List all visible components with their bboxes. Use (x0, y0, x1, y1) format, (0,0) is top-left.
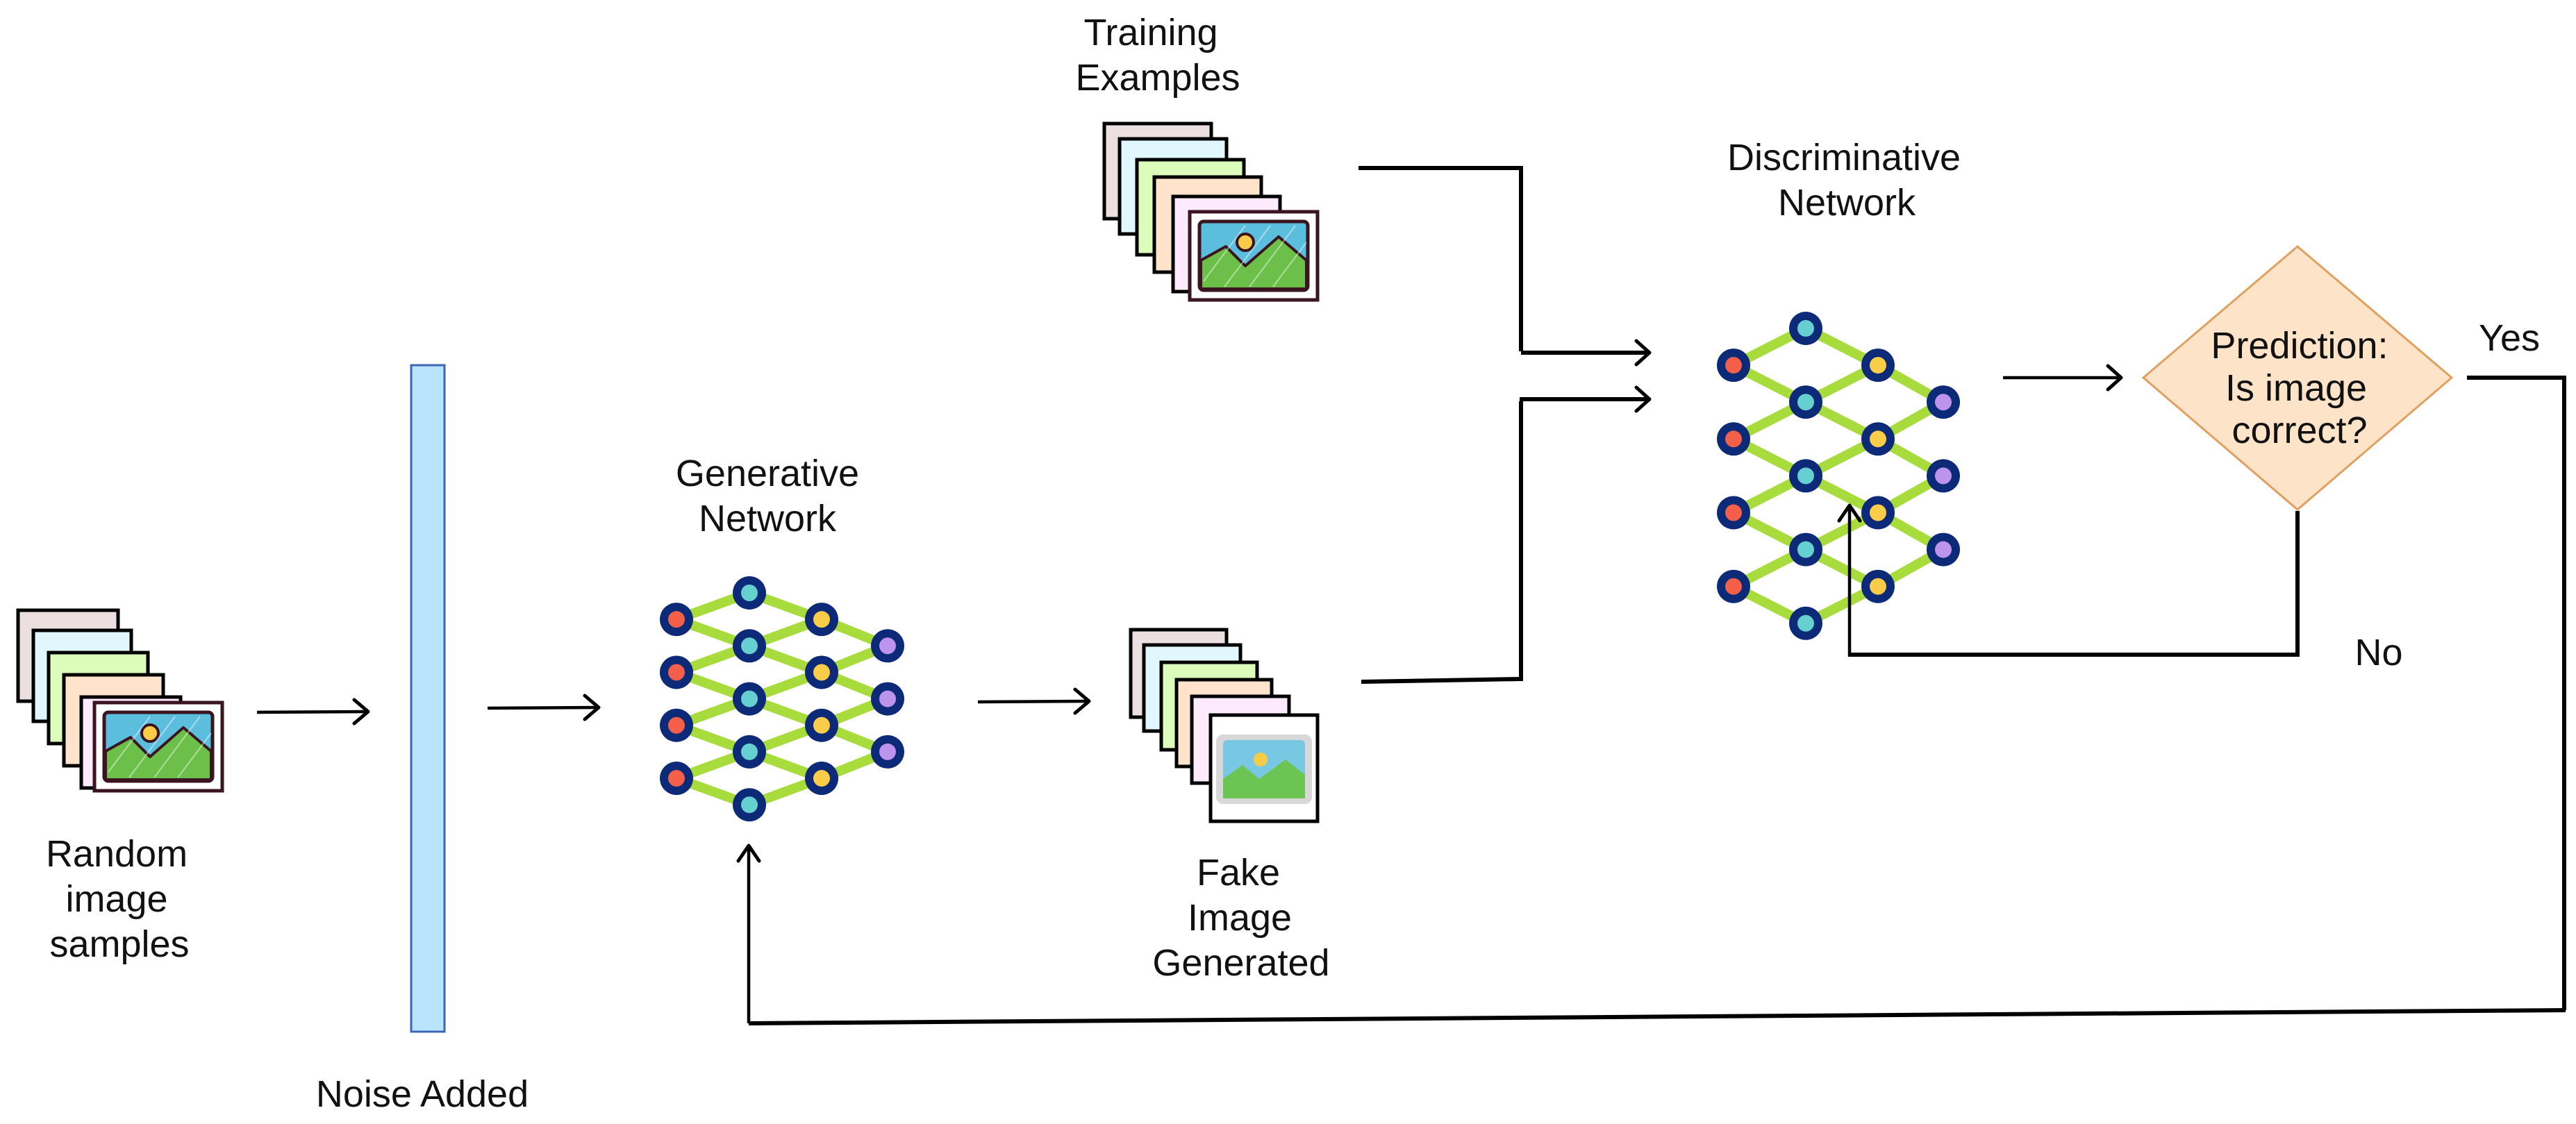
network-node (733, 576, 766, 610)
network-node (871, 735, 904, 769)
network-node (660, 603, 693, 637)
noise-bar (410, 364, 446, 1033)
image-icon (1190, 212, 1318, 300)
random-samples-label: samples (49, 923, 189, 965)
decision-diamond (2141, 245, 2454, 511)
network-node (733, 629, 766, 663)
network-node (1789, 459, 1822, 493)
random-samples-label: image (65, 878, 167, 920)
yes-label: Yes (2479, 317, 2540, 359)
discriminator-label: Discriminative (1727, 137, 1961, 178)
network-node (805, 708, 838, 742)
fake-image-label: Generated (1152, 942, 1329, 984)
arrow-generator-to-fake (977, 687, 1091, 715)
network-node (660, 655, 693, 689)
image-icon (94, 703, 222, 791)
arrow-noise-to-generator (487, 694, 601, 721)
network-node (1927, 459, 1960, 493)
network-connections (672, 588, 892, 810)
connector-training-to-discriminator (1358, 166, 1652, 367)
network-node (1717, 496, 1750, 530)
generated-image-icon (1211, 715, 1318, 821)
noise-label: Noise Added (316, 1073, 529, 1115)
no-feedback-to-discriminator (1837, 503, 2300, 657)
network-node (805, 655, 838, 689)
fake-image-label: Image (1188, 897, 1292, 939)
arrow-samples-to-noise (256, 698, 370, 725)
no-label: No (2354, 632, 2402, 673)
network-node (1927, 532, 1960, 567)
network-connections (1729, 324, 1948, 628)
network-node (871, 682, 904, 716)
decision-label: Is image (2225, 367, 2367, 409)
network-node (733, 735, 766, 769)
generator-network-icon (660, 576, 904, 822)
network-node (733, 682, 766, 716)
network-node (660, 762, 693, 796)
discriminator-label: Network (1778, 182, 1916, 224)
network-node (1717, 349, 1750, 383)
network-node (1717, 569, 1750, 603)
fake-image-stack (1129, 628, 1318, 821)
decision-label: correct? (2232, 410, 2367, 451)
training-examples-label: Training (1083, 12, 1218, 53)
random-samples-stack (16, 608, 222, 791)
yes-feedback-to-generator (736, 376, 2566, 1025)
network-node (805, 762, 838, 796)
network-node (1717, 422, 1750, 456)
training-examples-label: Examples (1075, 57, 1240, 99)
network-node (1861, 496, 1895, 530)
connector-fake-to-discriminator (1361, 385, 1652, 684)
fake-image-label: Fake (1197, 852, 1280, 894)
generator-label: Network (699, 498, 837, 539)
network-node (660, 708, 693, 742)
decision-label: Prediction: (2211, 325, 2388, 367)
network-node (871, 629, 904, 663)
network-node (1789, 385, 1822, 419)
generator-label: Generative (676, 453, 859, 494)
training-examples-stack (1102, 121, 1318, 300)
discriminator-network-icon (1717, 312, 1960, 640)
network-node (805, 603, 838, 637)
network-node (1789, 606, 1822, 640)
network-node (1789, 312, 1822, 345)
network-node (1927, 385, 1960, 419)
network-node (733, 788, 766, 822)
random-samples-label: Random (46, 833, 188, 875)
network-node (1789, 532, 1822, 567)
network-node (1861, 349, 1895, 383)
network-node (1861, 422, 1895, 456)
network-node (1861, 569, 1895, 603)
arrow-discriminator-to-decision (2003, 364, 2123, 392)
